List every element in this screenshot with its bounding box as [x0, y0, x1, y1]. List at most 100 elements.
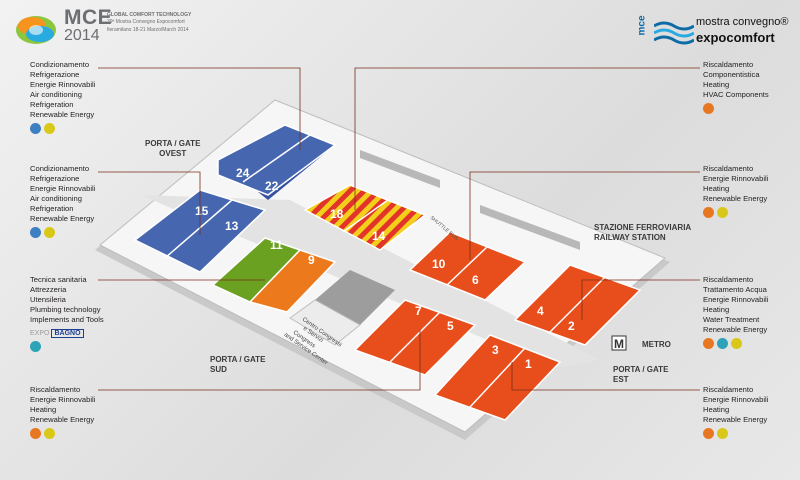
renewable-energy-icon	[731, 338, 742, 349]
gate-sud: PORTA / GATE SUD	[210, 355, 266, 374]
hall-number: 4	[537, 304, 544, 318]
legend-line: Riscaldamento	[703, 164, 754, 173]
legend-line: Riscaldamento	[703, 275, 754, 284]
legend-mid-right: Riscaldamento Energie Rinnovabili Heatin…	[703, 164, 800, 219]
legend-line: Riscaldamento	[703, 60, 754, 69]
legend-line: Renewable Energy	[703, 194, 768, 203]
legend-low-right: Riscaldamento Trattamento Acqua Energie …	[703, 275, 800, 350]
water-drop-icon	[30, 341, 41, 352]
legend-line: Refrigerazione	[30, 70, 80, 79]
legend-line: Trattamento Acqua	[703, 285, 767, 294]
legend-line: Riscaldamento	[703, 385, 754, 394]
legend-line: Air conditioning	[30, 90, 82, 99]
hall-number: 24	[236, 166, 250, 180]
logo-year: 2014	[64, 27, 100, 44]
congress-center	[315, 270, 395, 325]
legend-line: Refrigeration	[30, 100, 74, 109]
legend-line: Heating	[703, 184, 730, 193]
legend-bottom-right: Riscaldamento Energie Rinnovabili Heatin…	[703, 385, 800, 440]
service-strip-2	[480, 205, 580, 250]
legend-line: Energie Rinnovabili	[703, 295, 769, 304]
legend-line: Riscaldamento	[30, 385, 81, 394]
leader-lines	[98, 67, 700, 391]
congress-plaza	[289, 299, 361, 346]
hall-number: 11	[270, 238, 283, 252]
legend-line: Renewable Energy	[703, 415, 768, 424]
brand-top: mostra convegno®	[696, 16, 789, 28]
service-strip-1	[360, 150, 440, 188]
legend-line: Componentistica	[703, 70, 760, 79]
header-line-3: fieramilano 18-21 Marzo/March 2014	[107, 27, 189, 33]
legend-line: Energie Rinnovabili	[703, 395, 769, 404]
legend-line: Energie Rinnovabili	[30, 80, 96, 89]
hall-number: 9	[308, 253, 315, 267]
legend-line: Energie Rinnovabili	[30, 395, 96, 404]
hall-number: 14	[372, 229, 386, 243]
hall-number: 7	[415, 304, 422, 318]
legend-line: Refrigeration	[30, 204, 74, 213]
legend-line: Renewable Energy	[30, 110, 95, 119]
legend-line: Energie Rinnovabili	[703, 174, 769, 183]
legend-line: Utensileria	[30, 295, 66, 304]
hall-number: 18	[330, 207, 344, 221]
legend-bottom-left: Riscaldamento Energie Rinnovabili Heatin…	[30, 385, 150, 440]
hall-9[interactable]	[248, 249, 337, 313]
water-drop-icon	[717, 338, 728, 349]
hall-number: 22	[265, 179, 279, 193]
flame-icon	[703, 207, 714, 218]
renewable-energy-icon	[717, 428, 728, 439]
hall-number: 2	[568, 319, 575, 333]
legend-line: Attrezzeria	[30, 285, 67, 294]
renewable-energy-icon	[44, 428, 55, 439]
hall-number: 5	[447, 319, 454, 333]
wave-logo-icon	[654, 21, 694, 45]
legend-line: Renewable Energy	[703, 325, 768, 334]
hall-number: 10	[432, 257, 446, 271]
hall-18-14[interactable]	[303, 184, 427, 251]
renewable-energy-icon	[44, 227, 55, 238]
metro-letter: M	[614, 337, 624, 351]
legend-line: HVAC Components	[703, 90, 769, 99]
brand-bottom: expocomfort	[696, 30, 775, 45]
flame-icon	[703, 103, 714, 114]
renewable-energy-icon	[44, 123, 55, 134]
metro-sign	[611, 335, 627, 351]
legend-line: Renewable Energy	[30, 415, 95, 424]
legend-line: Tecnica sanitaria	[30, 275, 87, 284]
gate-est: PORTA / GATE EST	[613, 365, 669, 384]
legend-line: Heating	[703, 80, 730, 89]
legend-line: Condizionamento	[30, 60, 90, 69]
hall-number: 6	[472, 273, 479, 287]
legend-line: Heating	[703, 305, 730, 314]
legend-line: Energie Rinnovabili	[30, 184, 96, 193]
gate-ovest: PORTA / GATE OVEST	[145, 139, 201, 158]
metro-label: METRO	[642, 340, 671, 349]
air-conditioning-icon	[30, 227, 41, 238]
mce-logo-mark-icon	[16, 16, 56, 44]
legend-line: Heating	[30, 405, 57, 414]
header-line-1: GLOBAL COMFORT TECHNOLOGY	[107, 12, 192, 18]
expocomfort-brand: mce mostra convegno® expocomfort	[637, 14, 790, 50]
legend-line: Implements and Tools	[30, 315, 104, 324]
legend-line: Condizionamento	[30, 164, 90, 173]
legend-line: Refrigerazione	[30, 174, 80, 183]
legend-line: Renewable Energy	[30, 214, 95, 223]
hall-number: 13	[225, 219, 239, 233]
hall-number: 1	[525, 357, 532, 371]
legend-line: Water Treatment	[703, 315, 760, 324]
hall-number: 15	[195, 204, 209, 218]
mce-logo: MCE 2014 GLOBAL COMFORT TECHNOLOGY 39ª M…	[12, 6, 192, 52]
legend-line: Air conditioning	[30, 194, 82, 203]
legend-line: Plumbing technology	[30, 305, 101, 314]
hall-number: 3	[492, 343, 499, 357]
legend-top-left: Condizionamento Refrigerazione Energie R…	[30, 60, 150, 135]
flame-icon	[703, 428, 714, 439]
hall-24-22[interactable]	[217, 124, 337, 196]
railway-station: STAZIONE FERROVIARIA RAILWAY STATION	[594, 223, 692, 242]
legend-low-left: Tecnica sanitaria Attrezzeria Utensileri…	[30, 275, 150, 353]
legend-mid-left: Condizionamento Refrigerazione Energie R…	[30, 164, 150, 239]
air-conditioning-icon	[30, 123, 41, 134]
legend-top-right: Riscaldamento Componentistica Heating HV…	[703, 60, 800, 115]
